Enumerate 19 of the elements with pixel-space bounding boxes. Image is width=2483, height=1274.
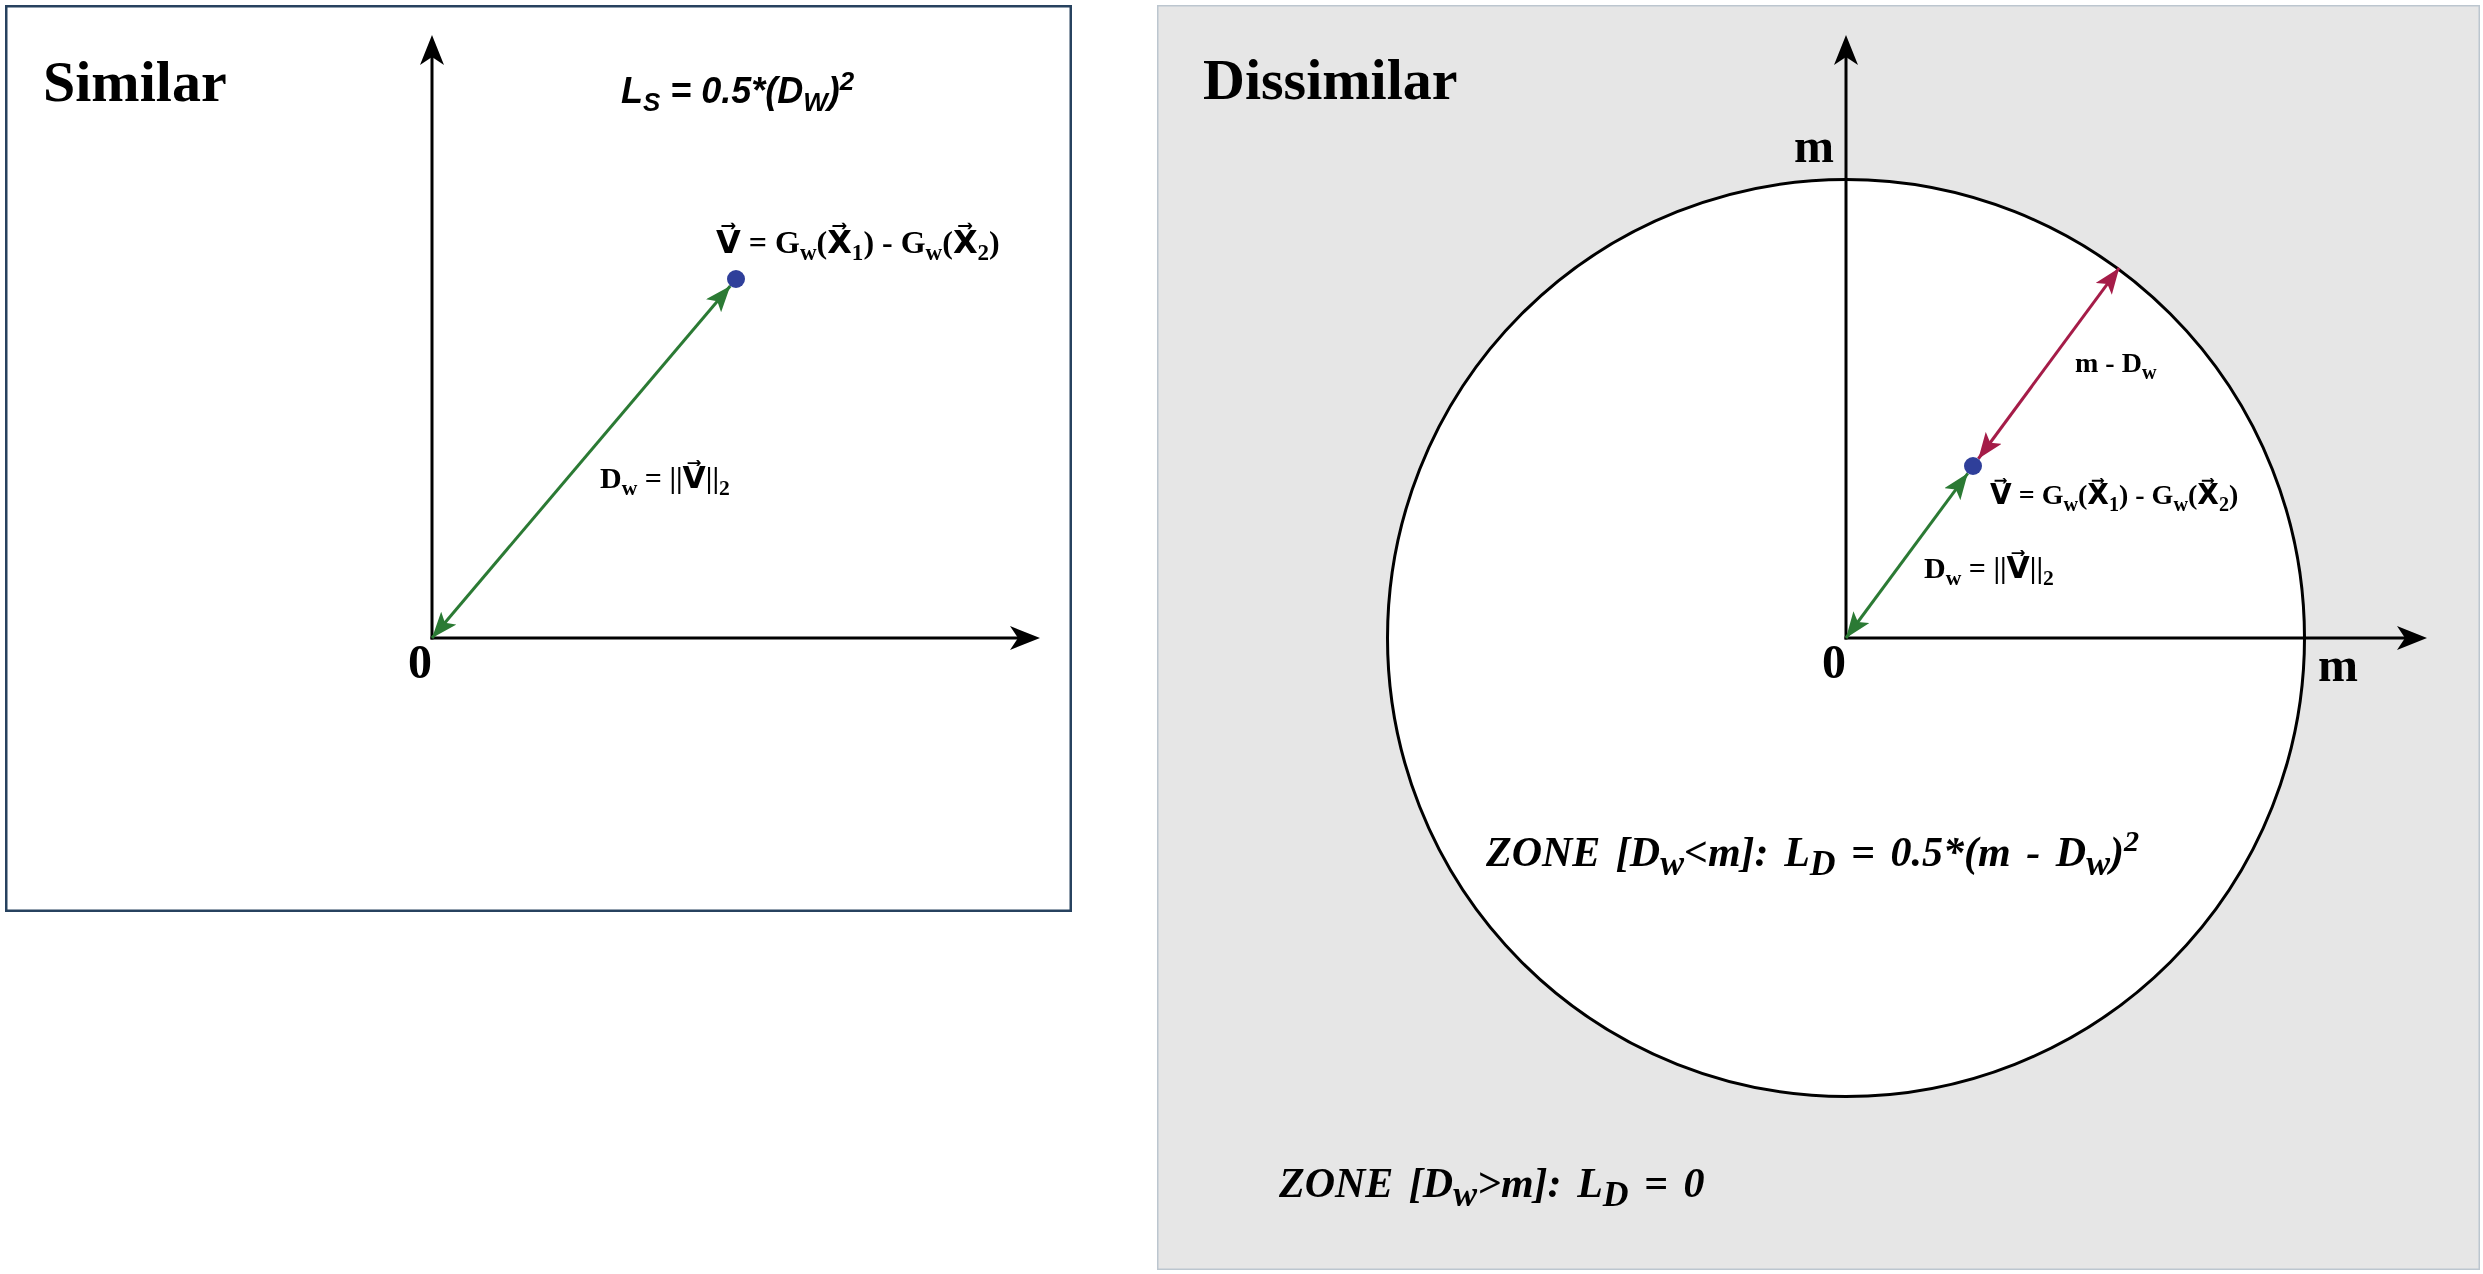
data-point xyxy=(1964,457,1982,475)
double-arrow xyxy=(1844,472,1969,639)
data-point xyxy=(727,270,745,288)
axis-label: m xyxy=(2318,637,2358,693)
axis-label: m xyxy=(1794,118,1834,174)
origin-label: 0 xyxy=(1822,638,1846,686)
panel-title: Similar xyxy=(43,49,227,116)
zone-formula: ZONE [D$_{w}$>m]: L$_{D}$ = 0 xyxy=(1279,1159,1705,1208)
origin-label: 0 xyxy=(408,638,432,686)
double-arrow xyxy=(1977,267,2121,460)
vector-formula: V⃗ = G$_{w}$(X⃗$_{1}$) - G$_{w}$(X⃗$_{2}$) xyxy=(1990,479,2239,512)
plot-panel xyxy=(1157,5,2480,1270)
panel-title: Dissimilar xyxy=(1203,47,1458,114)
margin-circle xyxy=(1386,178,2306,1098)
vector-formula: V⃗ = G$_{w}$(X⃗$_{1}$) - G$_{w}$(X⃗$_{2}$) xyxy=(716,224,1000,261)
zone-formula: ZONE [D$_{w}$<m]: L$_{D}$ = 0.5*(m - D$_{w}$)$^{2}$ xyxy=(1486,828,2140,877)
loss-formula: L$_{S}$ = 0.5*(D$_{W}$)$^{2}$ xyxy=(621,70,855,112)
double-arrow xyxy=(430,284,732,639)
plot-panel xyxy=(5,5,1072,912)
